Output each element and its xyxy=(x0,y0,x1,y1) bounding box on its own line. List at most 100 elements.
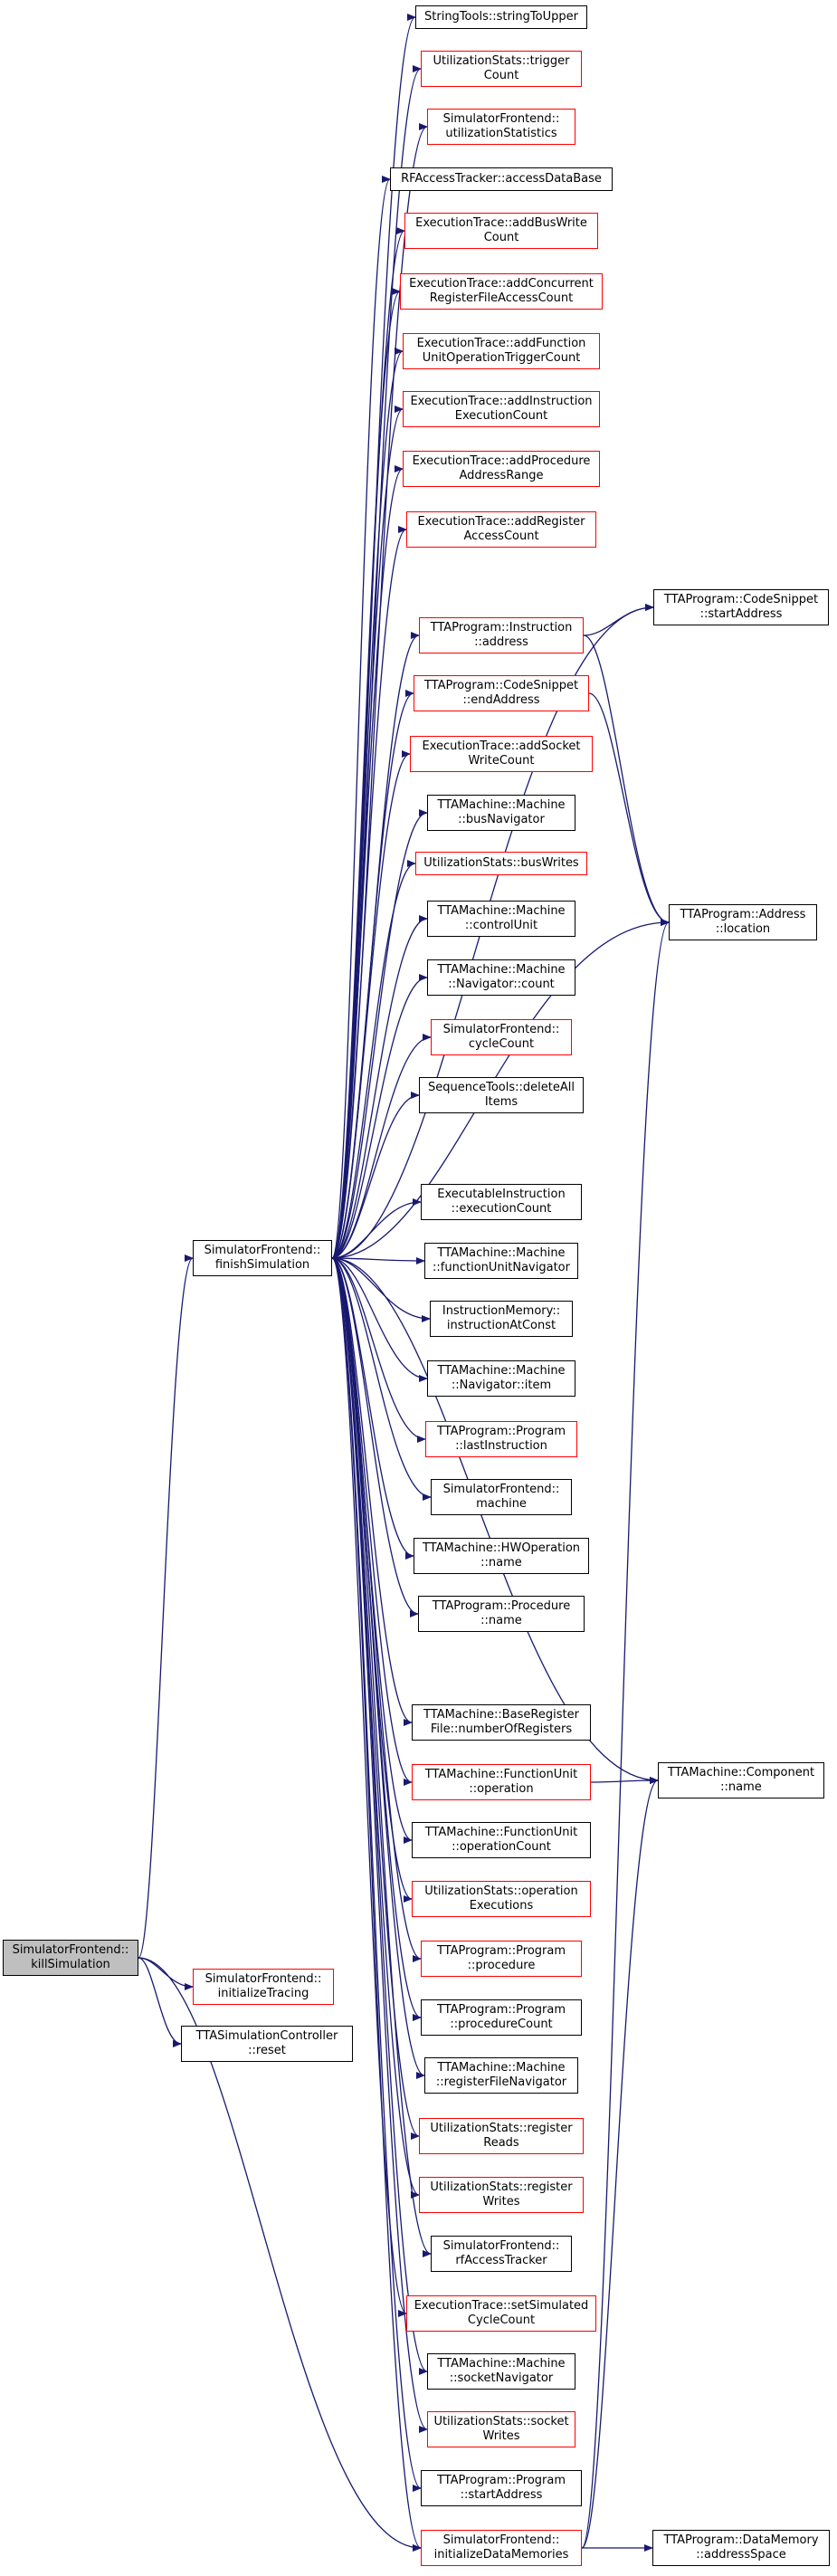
node-hw-operation-name[interactable]: TTAMachine::HWOperation ::name xyxy=(414,1538,589,1574)
edge-finishSimulation-to-navCount xyxy=(331,974,428,1259)
node-utilization-statistics[interactable]: SimulatorFrontend:: utilizationStatistic… xyxy=(427,109,575,145)
node-initialize-tracing[interactable]: SimulatorFrontend:: initializeTracing xyxy=(193,1969,334,2005)
node-function-unit-operation[interactable]: TTAMachine::FunctionUnit ::operation xyxy=(412,1764,591,1800)
edge-finishSimulation-to-componentName xyxy=(331,1257,659,1784)
node-navigator-count[interactable]: TTAMachine::Machine ::Navigator::count xyxy=(427,959,575,996)
node-line2: Count xyxy=(483,69,519,82)
node-delete-all-items[interactable]: SequenceTools::deleteAll Items xyxy=(419,1077,584,1113)
node-code-snippet-end-address[interactable]: TTAProgram::CodeSnippet ::endAddress xyxy=(414,675,589,711)
node-initialize-data-memories[interactable]: SimulatorFrontend:: initializeDataMemori… xyxy=(421,2530,582,2566)
node-line2: Writes xyxy=(482,2429,520,2443)
edge-initDataMem-to-addrLocation xyxy=(581,919,670,2549)
node-operation-executions[interactable]: UtilizationStats::operation Executions xyxy=(412,1881,591,1917)
node-add-bus-write-count[interactable]: ExecutionTrace::addBusWrite Count xyxy=(404,213,598,249)
node-line1: SimulatorFrontend:: xyxy=(12,1943,129,1957)
edge-finishSimulation-to-numberOfRegisters xyxy=(331,1257,413,1726)
edge-finishSimulation-to-accessDataBase xyxy=(331,176,391,1259)
node-cycle-count[interactable]: SimulatorFrontend:: cycleCount xyxy=(431,1019,572,1055)
node-operation-count[interactable]: TTAMachine::FunctionUnit ::operationCoun… xyxy=(412,1822,591,1858)
node-add-socket-write-count[interactable]: ExecutionTrace::addSocket WriteCount xyxy=(410,736,593,772)
node-execution-count[interactable]: ExecutableInstruction ::executionCount xyxy=(421,1184,582,1220)
node-register-writes[interactable]: UtilizationStats::register Writes xyxy=(419,2177,584,2213)
node-line2: ::busNavigator xyxy=(458,813,545,826)
edge-finishSimulation-to-initDataMem xyxy=(331,1257,422,2552)
node-line1: TTAProgram::CodeSnippet xyxy=(663,593,819,606)
node-add-procedure-address-range[interactable]: ExecutionTrace::addProcedure AddressRang… xyxy=(403,451,600,487)
edge-finishSimulation-to-procName xyxy=(331,1257,419,1617)
node-control-unit[interactable]: TTAMachine::Machine ::controlUnit xyxy=(427,901,575,937)
node-line2: UnitOperationTriggerCount xyxy=(422,351,581,365)
node-function-unit-navigator[interactable]: TTAMachine::Machine ::functionUnitNaviga… xyxy=(424,1243,578,1279)
node-line1: RFAccessTracker::accessDataBase xyxy=(401,172,602,186)
edge-finishSimulation-to-busWrites xyxy=(331,860,416,1259)
node-trigger-count[interactable]: UtilizationStats::trigger Count xyxy=(421,51,582,87)
node-add-function-unit-operation-trigger-count[interactable]: ExecutionTrace::addFunction UnitOperatio… xyxy=(403,333,600,369)
node-line1: ExecutionTrace::addInstruction xyxy=(410,395,593,408)
node-line2: initializeDataMemories xyxy=(433,2548,569,2562)
node-rf-access-tracker[interactable]: SimulatorFrontend:: rfAccessTracker xyxy=(431,2236,572,2272)
node-procedure-name[interactable]: TTAProgram::Procedure ::name xyxy=(418,1596,585,1632)
node-access-data-base[interactable]: RFAccessTracker::accessDataBase xyxy=(390,167,613,191)
node-line2: initializeTracing xyxy=(217,1987,309,2000)
node-bus-navigator[interactable]: TTAMachine::Machine ::busNavigator xyxy=(427,795,575,831)
node-bus-writes[interactable]: UtilizationStats::busWrites xyxy=(415,852,587,875)
node-register-file-navigator[interactable]: TTAMachine::Machine ::registerFileNaviga… xyxy=(424,2057,578,2094)
node-last-instruction[interactable]: TTAProgram::Program ::lastInstruction xyxy=(425,1421,577,1457)
node-socket-writes[interactable]: UtilizationStats::socket Writes xyxy=(427,2411,575,2447)
node-line1: TTAMachine::FunctionUnit xyxy=(424,1768,578,1781)
node-register-reads[interactable]: UtilizationStats::register Reads xyxy=(419,2118,584,2154)
node-string-to-upper[interactable]: StringTools::stringToUpper xyxy=(415,5,587,29)
edge-instrAddress-to-addrLocation xyxy=(583,634,670,926)
node-procedure-count[interactable]: TTAProgram::Program ::procedureCount xyxy=(421,1999,582,2036)
node-instruction-address[interactable]: TTAProgram::Instruction ::address xyxy=(419,617,584,654)
node-line1: TTAMachine::Machine xyxy=(437,2061,566,2075)
node-add-register-access-count[interactable]: ExecutionTrace::addRegister AccessCount xyxy=(406,511,596,548)
node-line1: ExecutionTrace::addBusWrite xyxy=(415,216,587,230)
node-line1: SequenceTools::deleteAll xyxy=(428,1081,575,1094)
edge-finishSimulation-to-lastInstruction xyxy=(331,1257,426,1443)
node-line2: ::startAddress xyxy=(460,2488,543,2502)
node-kill-simulation[interactable]: SimulatorFrontend:: killSimulation xyxy=(3,1940,138,1976)
edge-killSimulation-to-initDataMem xyxy=(138,1957,422,2552)
node-navigator-item[interactable]: TTAMachine::Machine ::Navigator::item xyxy=(427,1360,575,1397)
node-finish-simulation[interactable]: SimulatorFrontend:: finishSimulation xyxy=(193,1240,332,1276)
node-address-location[interactable]: TTAProgram::Address ::location xyxy=(669,904,817,940)
node-instruction-at-const[interactable]: InstructionMemory:: instructionAtConst xyxy=(430,1301,573,1337)
node-line2: ::controlUnit xyxy=(464,919,538,932)
edge-finishSimulation-to-setSimulated xyxy=(331,1257,407,2317)
edge-finishSimulation-to-addSocket xyxy=(331,750,411,1259)
node-program-procedure[interactable]: TTAProgram::Program ::procedure xyxy=(421,1941,582,1977)
node-line1: TTAProgram::CodeSnippet xyxy=(423,679,579,692)
node-ttasimulationcontroller-reset[interactable]: TTASimulationController ::reset xyxy=(181,2026,353,2062)
node-line2: Items xyxy=(484,1095,518,1109)
node-line2: ::name xyxy=(720,1780,762,1794)
node-line1: StringTools::stringToUpper xyxy=(424,10,578,24)
node-set-simulated-cycle-count[interactable]: ExecutionTrace::setSimulated CycleCount xyxy=(406,2295,596,2332)
node-line2: ::lastInstruction xyxy=(455,1439,547,1453)
node-add-instruction-execution-count[interactable]: ExecutionTrace::addInstruction Execution… xyxy=(403,391,600,427)
node-line2: ::addressSpace xyxy=(696,2548,786,2562)
node-line2: ::executionCount xyxy=(451,1202,552,1216)
edge-csEndAddress-to-addrLocation xyxy=(588,692,670,926)
node-machine[interactable]: SimulatorFrontend:: machine xyxy=(431,1479,572,1515)
node-number-of-registers[interactable]: TTAMachine::BaseRegister File::numberOfR… xyxy=(412,1704,591,1741)
node-line1: TTAMachine::Machine xyxy=(437,963,566,977)
node-data-memory-address-space[interactable]: TTAProgram::DataMemory ::addressSpace xyxy=(652,2530,830,2566)
node-component-name[interactable]: TTAMachine::Component ::name xyxy=(658,1762,824,1798)
node-program-start-address[interactable]: TTAProgram::Program ::startAddress xyxy=(421,2470,582,2506)
node-code-snippet-start-address[interactable]: TTAProgram::CodeSnippet ::startAddress xyxy=(653,589,829,625)
node-socket-navigator[interactable]: TTAMachine::Machine ::socketNavigator xyxy=(427,2353,575,2390)
node-line2: ::functionUnitNavigator xyxy=(433,1261,570,1274)
node-line1: ExecutionTrace::addConcurrent xyxy=(409,277,594,291)
edge-finishSimulation-to-addProcedure xyxy=(331,465,404,1259)
node-line1: UtilizationStats::busWrites xyxy=(423,856,579,870)
node-line2: ::socketNavigator xyxy=(449,2371,554,2385)
edge-finishSimulation-to-addInstruction xyxy=(331,405,404,1259)
node-line2: ::address xyxy=(474,635,528,649)
node-line2: killSimulation xyxy=(31,1958,110,1971)
node-line2: Writes xyxy=(482,2195,520,2209)
node-line1: TTAProgram::Procedure xyxy=(432,1599,571,1613)
node-line2: cycleCount xyxy=(468,1037,535,1051)
node-add-concurrent-register-file-access-count[interactable]: ExecutionTrace::addConcurrent RegisterFi… xyxy=(400,273,603,310)
